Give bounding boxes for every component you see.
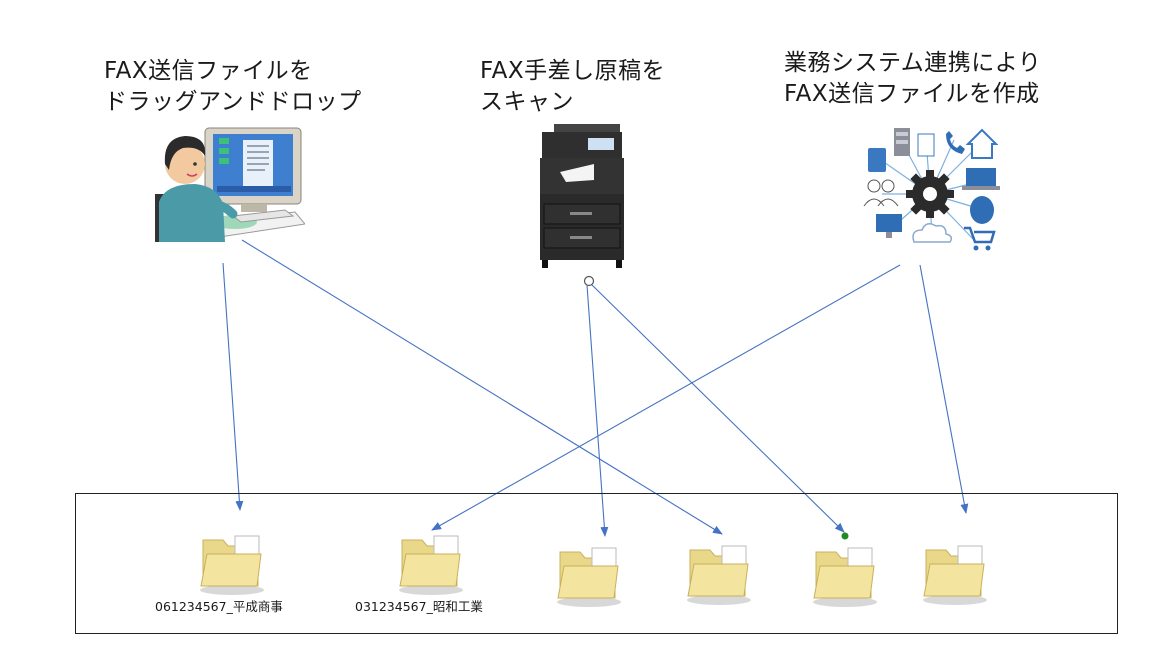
caption-drag-and-drop: FAX送信ファイルを ドラッグアンドドロップ bbox=[104, 56, 362, 118]
caption-line: FAX手差し原稿を bbox=[480, 58, 666, 84]
folder-label: 061234567_平成商事 bbox=[155, 599, 283, 614]
folder-label: 031234567_昭和工業 bbox=[355, 599, 483, 614]
person-at-computer-icon bbox=[155, 124, 306, 242]
folder-icon[interactable] bbox=[922, 538, 988, 608]
connector-start-point bbox=[583, 275, 595, 287]
caption-line: スキャン bbox=[480, 89, 574, 115]
folder-icon[interactable] bbox=[199, 528, 265, 598]
arrow-drag-to-folder-4 bbox=[241, 239, 723, 535]
caption-line: ドラッグアンドドロップ bbox=[104, 89, 362, 115]
caption-line: FAX送信ファイルを作成 bbox=[784, 81, 1040, 107]
arrow-drag-to-folder-1 bbox=[222, 262, 244, 511]
folder-icon[interactable] bbox=[556, 540, 622, 610]
folder-icon[interactable] bbox=[398, 528, 464, 598]
destination-folder-area bbox=[75, 493, 1118, 634]
system-integration-icon bbox=[862, 124, 1002, 256]
copier-icon bbox=[530, 122, 630, 272]
caption-manual-scan: FAX手差し原稿を スキャン bbox=[480, 56, 665, 118]
caption-line: 業務システム連携により bbox=[784, 50, 1042, 76]
arrow-system-to-folder-6 bbox=[919, 264, 969, 514]
folder-icon[interactable] bbox=[812, 540, 878, 610]
arrow-system-to-folder-2 bbox=[431, 264, 901, 531]
folder-icon[interactable] bbox=[686, 538, 752, 608]
caption-line: FAX送信ファイルを bbox=[104, 58, 313, 84]
caption-system-integration: 業務システム連携により FAX送信ファイルを作成 bbox=[784, 48, 1041, 110]
